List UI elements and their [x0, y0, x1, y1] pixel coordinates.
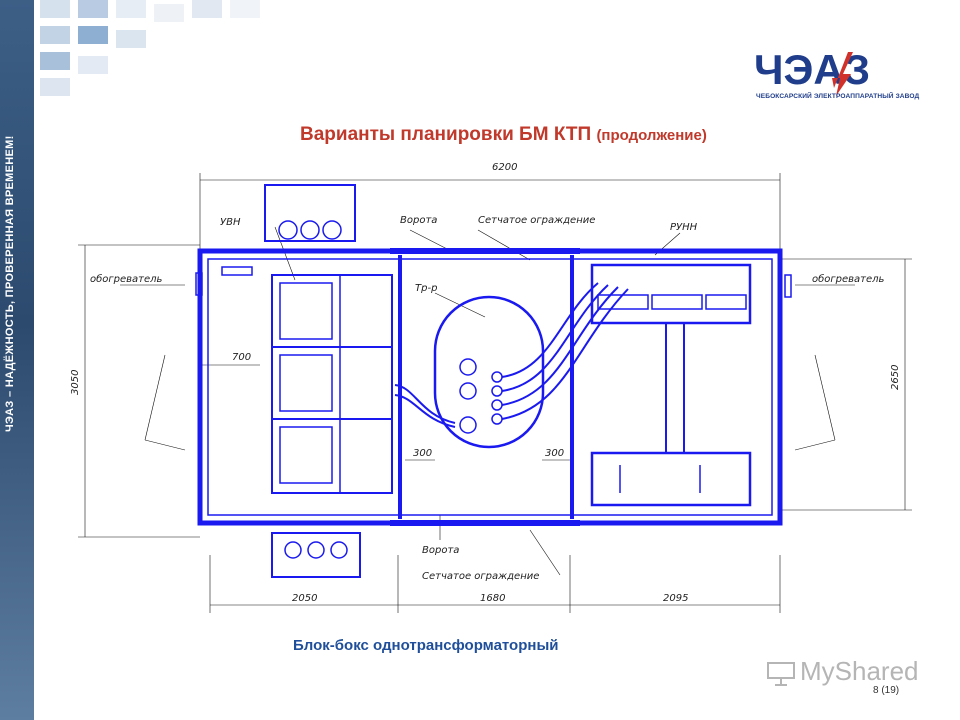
company-logo: ЧЭАЗ: [754, 46, 870, 96]
lightning-icon: [832, 52, 853, 96]
dim-section-middle: 1680: [480, 593, 505, 604]
dim-clear-right: 300: [545, 448, 564, 459]
dim-section-left: 2050: [292, 593, 317, 604]
title-main: Варианты планировки БМ КТП: [300, 124, 592, 145]
slogan-text: ЧЭАЗ – НАДЁЖНОСТЬ, ПРОВЕРЕННАЯ ВРЕМЕНЕМ!: [4, 135, 16, 432]
label-runn: РУНН: [670, 222, 698, 233]
label-heater-right: обогреватель: [812, 273, 885, 285]
label-mesh-top: Сетчатое ограждение: [478, 215, 595, 226]
label-uvn: УВН: [220, 217, 241, 228]
dim-overall-height: 3050: [70, 370, 81, 395]
logo-text: ЧЭАЗ: [754, 46, 870, 93]
label-transformer: Тр-р: [415, 283, 437, 294]
watermark-text: MyShared: [800, 656, 919, 686]
layout-drawing: 6200 3050 2650 700 300 300 2050 1680 209…: [70, 162, 912, 613]
label-heater-left: обогреватель: [90, 273, 163, 285]
dim-inner-height: 2650: [890, 365, 901, 390]
logo-subtitle: ЧЕБОКСАРСКИЙ ЭЛЕКТРОАППАРАТНЫЙ ЗАВОД: [756, 93, 920, 100]
dim-section-right: 2095: [663, 593, 688, 604]
slide-title: Варианты планировки БМ КТП (продолжение): [300, 124, 707, 146]
label-gate-bottom: Ворота: [422, 545, 459, 556]
dim-overall-width: 6200: [492, 162, 517, 173]
dim-clear-left: 300: [413, 448, 432, 459]
presentation-icon: [767, 662, 795, 686]
label-mesh-bottom: Сетчатое ограждение: [422, 571, 539, 582]
drawing-caption: Блок-бокс однотрансформаторный: [293, 637, 559, 654]
page-number: 8 (19): [873, 685, 900, 696]
sidebar-strip: ЧЭАЗ – НАДЁЖНОСТЬ, ПРОВЕРЕННАЯ ВРЕМЕНЕМ!: [0, 0, 34, 720]
dim-uvn-offset: 700: [232, 352, 251, 363]
title-suffix: (продолжение): [596, 127, 707, 144]
label-gate-top: Ворота: [400, 215, 437, 226]
